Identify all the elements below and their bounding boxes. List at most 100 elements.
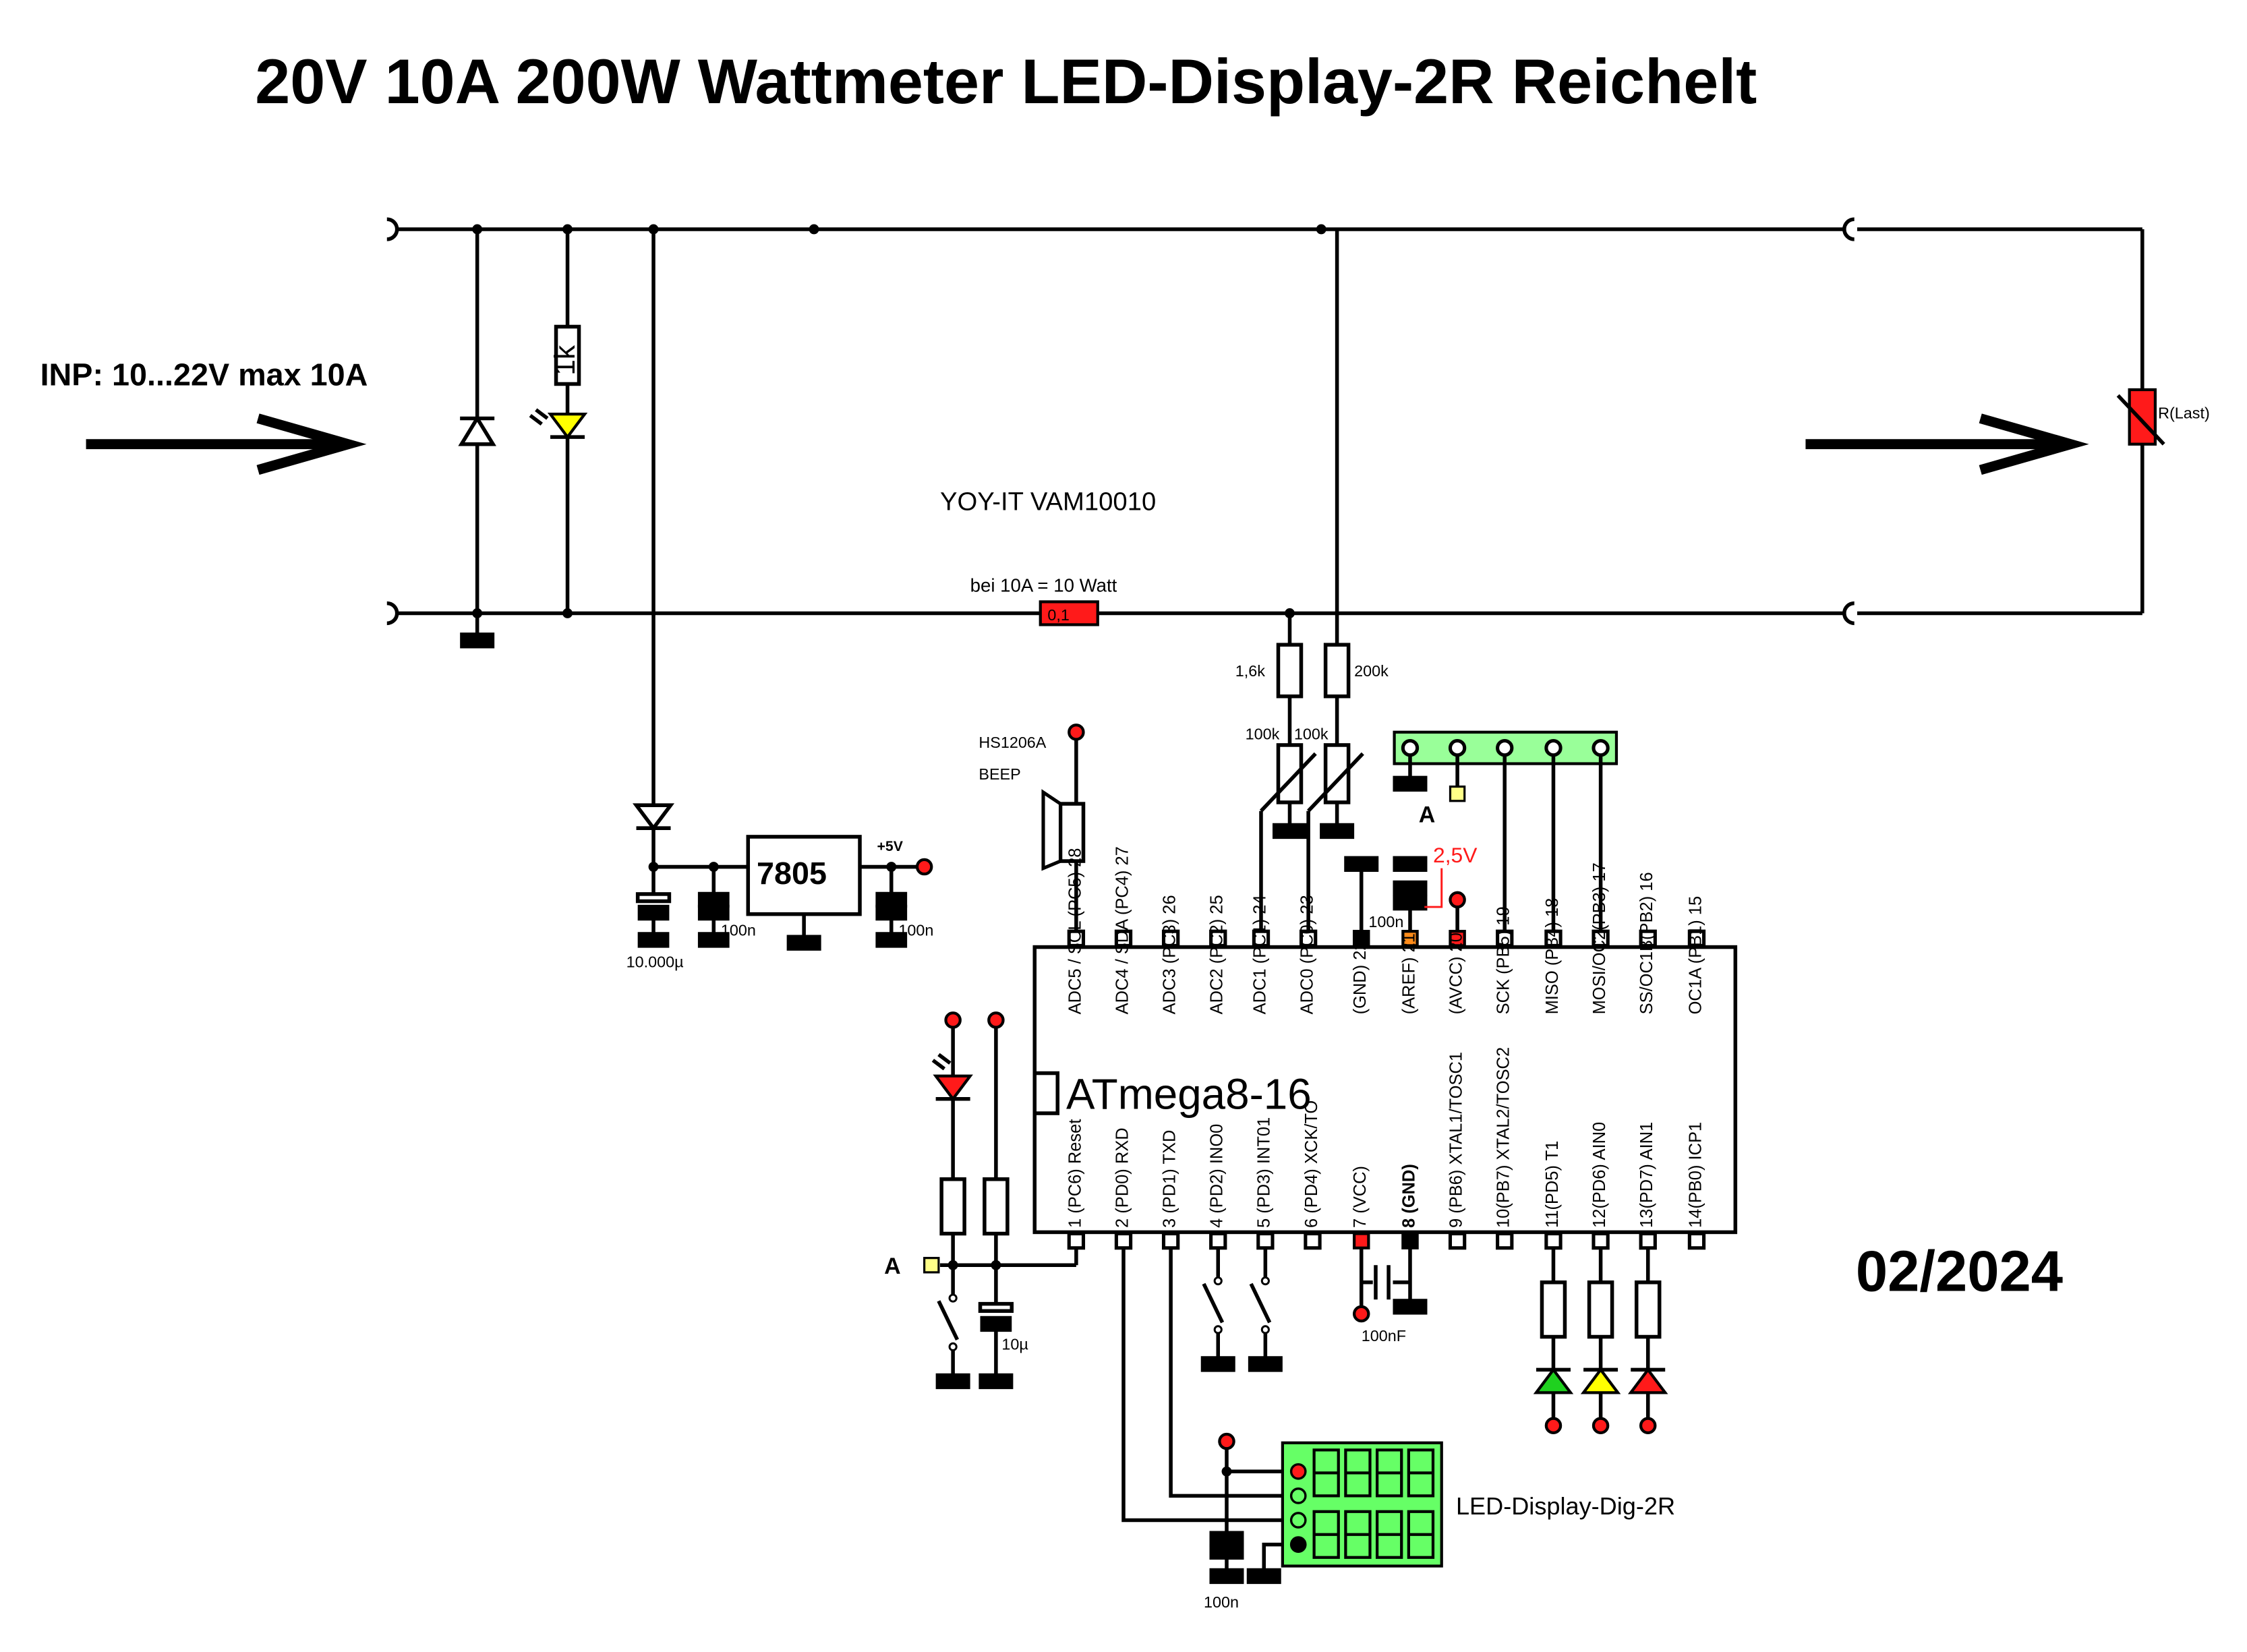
- aref-voltage-marker: [1424, 868, 1443, 908]
- button-int0: [1200, 1247, 1235, 1372]
- date-label: 02/2024: [1856, 1240, 2063, 1304]
- status-led-green: [1533, 1247, 1574, 1435]
- mcu-top-pin: MISO (PB4) 18: [1543, 898, 1563, 1015]
- mcu-bottom-pin-label: 11(PD5) T1: [1543, 1141, 1562, 1228]
- protection-diode: [458, 229, 496, 649]
- display-power: [1209, 1432, 1284, 1585]
- input-terminal-positive: [386, 217, 399, 241]
- mcu-top-pin-label: ADC2 (PC2) 25: [1208, 895, 1227, 1014]
- mcu-bottom-pin-label: 4 (PD2) INO0: [1208, 1124, 1227, 1228]
- mcu-gnd-cap: [1344, 856, 1379, 932]
- mcu-bottom-pin: 8 (GND): [1399, 1164, 1419, 1249]
- mcu-top-pin: ADC3 (PC3) 26: [1160, 895, 1180, 1014]
- button-int1: [1248, 1247, 1283, 1372]
- led-resistor-label: 1k: [550, 345, 581, 376]
- aref-voltage-label: 2,5V: [1433, 843, 1478, 867]
- output-terminal-positive: [1842, 217, 1855, 241]
- mcu-bottom-pin-label: 7 (VCC): [1351, 1166, 1370, 1228]
- mcu-top-pin: ADC4 / SDA (PC4) 27: [1113, 846, 1133, 1014]
- regulator-name: 7805: [757, 856, 827, 891]
- input-label: INP: 10...22V max 10A: [40, 357, 368, 392]
- mcu-bottom-pin-label: 2 (PD0) RXD: [1113, 1127, 1132, 1228]
- mcu-top-pin-label: (GND) 22: [1351, 941, 1370, 1014]
- mcu-bottom-pin-label: 1 (PC6) Reset: [1066, 1119, 1084, 1228]
- mcu-bottom-pin: 5 (PD3) INT01: [1255, 1117, 1275, 1250]
- mcu-top-pin-label: MISO (PB4) 18: [1543, 898, 1562, 1015]
- buzzer: [1041, 724, 1086, 932]
- mcu-name: ATmega8-16: [1066, 1070, 1312, 1119]
- mcu-bottom-pin: 13(PD7) AIN1: [1637, 1122, 1657, 1250]
- cap-100n-regulator-out: [875, 866, 908, 948]
- cap-100n-regulator-in: [697, 866, 730, 948]
- mcu-top-pin: SCK (PB5) 19: [1494, 906, 1514, 1014]
- mcu-top-pin: ADC2 (PC2) 25: [1208, 895, 1227, 1014]
- input-terminal-negative: [386, 601, 399, 626]
- mcu-bottom-pin: 10(PB7) XTAL2/TOSC2: [1494, 1047, 1514, 1250]
- power-led-branch: [529, 229, 588, 614]
- mcu-bottom-pin: 14(PB0) ICP1: [1686, 1122, 1706, 1250]
- mcu-top-pin-label: SCK (PB5) 19: [1494, 906, 1513, 1014]
- mcu-top-pin-label: ADC4 / SDA (PC4) 27: [1113, 846, 1132, 1014]
- mcu-bottom-pin: 9 (PB6) XTAL1/TOSC1: [1447, 1052, 1467, 1250]
- mcu-bottom-pin: 6 (PD4) XCK/TO: [1302, 1100, 1322, 1250]
- shunt-value: 0,1: [1047, 606, 1069, 624]
- mcu-top-pin-label: MOSI/OC2(PB3) 17: [1590, 862, 1609, 1014]
- regulator-7805: [746, 835, 862, 916]
- buzzer-part: HS1206A: [979, 734, 1046, 751]
- divider-pot-right: 100k: [1294, 725, 1329, 742]
- mcu-top-pin-label: SS/OC1B(PB2) 16: [1637, 872, 1656, 1014]
- divider-r-top-left: 1,6k: [1235, 662, 1265, 680]
- vcc-cap-label: 100nF: [1362, 1327, 1406, 1345]
- current-sense-divider: [1259, 613, 1317, 932]
- mcu-top-pin-label: ADC5 / SCL (PC5) 28: [1066, 848, 1084, 1015]
- mcu-top-pin: MOSI/OC2(PB3) 17: [1590, 862, 1610, 1014]
- display-label: LED-Display-Dig-2R: [1456, 1492, 1675, 1520]
- mcu-top-pin-label: ADC1 (PC1) 24: [1250, 895, 1269, 1014]
- voltage-sense-divider: [1306, 229, 1364, 932]
- isp-node-a-label: A: [1419, 802, 1436, 828]
- mcu-bottom-pin: 7 (VCC): [1351, 1166, 1370, 1249]
- mcu-top-pin: SS/OC1B(PB2) 16: [1637, 872, 1657, 1014]
- cap-10000u: [635, 866, 672, 948]
- mcu-bottom-pin: 1 (PC6) Reset: [1066, 1119, 1086, 1250]
- mcu-top-pin-label: (AREF) 21: [1399, 933, 1418, 1014]
- mcu-top-pin: ADC5 / SCL (PC5) 28: [1066, 848, 1086, 1015]
- reset-cap-label: 10µ: [1001, 1336, 1028, 1353]
- mcu-top-pin-label: OC1A (PB1) 15: [1686, 896, 1705, 1015]
- module-label: YOY-IT VAM10010: [940, 487, 1156, 516]
- reset-node-a-label: A: [884, 1253, 901, 1279]
- mcu-top-pin: OC1A (PB1) 15: [1686, 896, 1706, 1015]
- divider-r-top-right: 200k: [1354, 662, 1389, 680]
- cap-10000u-label: 10.000µ: [626, 953, 684, 970]
- reset-circuit: [923, 1011, 1078, 1390]
- load-resistor: [2116, 388, 2165, 446]
- mcu-bottom-pin: 3 (PD1) TXD: [1160, 1130, 1180, 1250]
- mcu-top-pin: (GND) 22: [1351, 930, 1370, 1014]
- plus5v-terminal: [915, 858, 933, 876]
- mcu-bottom-pin-label: 5 (PD3) INT01: [1255, 1117, 1274, 1228]
- input-arrow: [86, 413, 367, 475]
- mcu-top-pin: (AREF) 21: [1399, 930, 1419, 1014]
- isp-header: [1393, 730, 1618, 932]
- avcc-terminal: [1449, 891, 1466, 909]
- display-wire-txd: [1169, 1247, 1284, 1498]
- mcu-bottom-pin-label: 12(PD6) AIN0: [1590, 1122, 1609, 1228]
- mcu-top-pin: ADC1 (PC1) 24: [1250, 895, 1271, 1014]
- mcu-top-pin-label: ADC3 (PC3) 26: [1160, 895, 1179, 1014]
- status-led-yellow: [1580, 1247, 1621, 1435]
- status-led-red: [1627, 1247, 1668, 1435]
- mcu-bottom-pin-label: 14(PB0) ICP1: [1686, 1122, 1705, 1228]
- led-display-module: [1281, 1441, 1443, 1568]
- mcu-bottom-pin-label: 10(PB7) XTAL2/TOSC2: [1494, 1047, 1513, 1228]
- mcu-bottom-pin-label: 9 (PB6) XTAL1/TOSC1: [1447, 1052, 1465, 1228]
- shunt-note: bei 10A = 10 Watt: [970, 575, 1117, 596]
- buzzer-label: BEEP: [979, 765, 1020, 783]
- mcu-top-pin-label: (AVCC) 20: [1447, 933, 1465, 1014]
- mcu-bottom-pin: 11(PD5) T1: [1543, 1141, 1563, 1250]
- divider-pot-left: 100k: [1246, 725, 1280, 742]
- cap-100n-regulator-out-label: 100n: [898, 922, 933, 939]
- vcc-decoupling-cap: [1352, 1247, 1428, 1323]
- mcu-top-pin: (AVCC) 20: [1447, 930, 1466, 1014]
- display-cap-label: 100n: [1204, 1593, 1239, 1611]
